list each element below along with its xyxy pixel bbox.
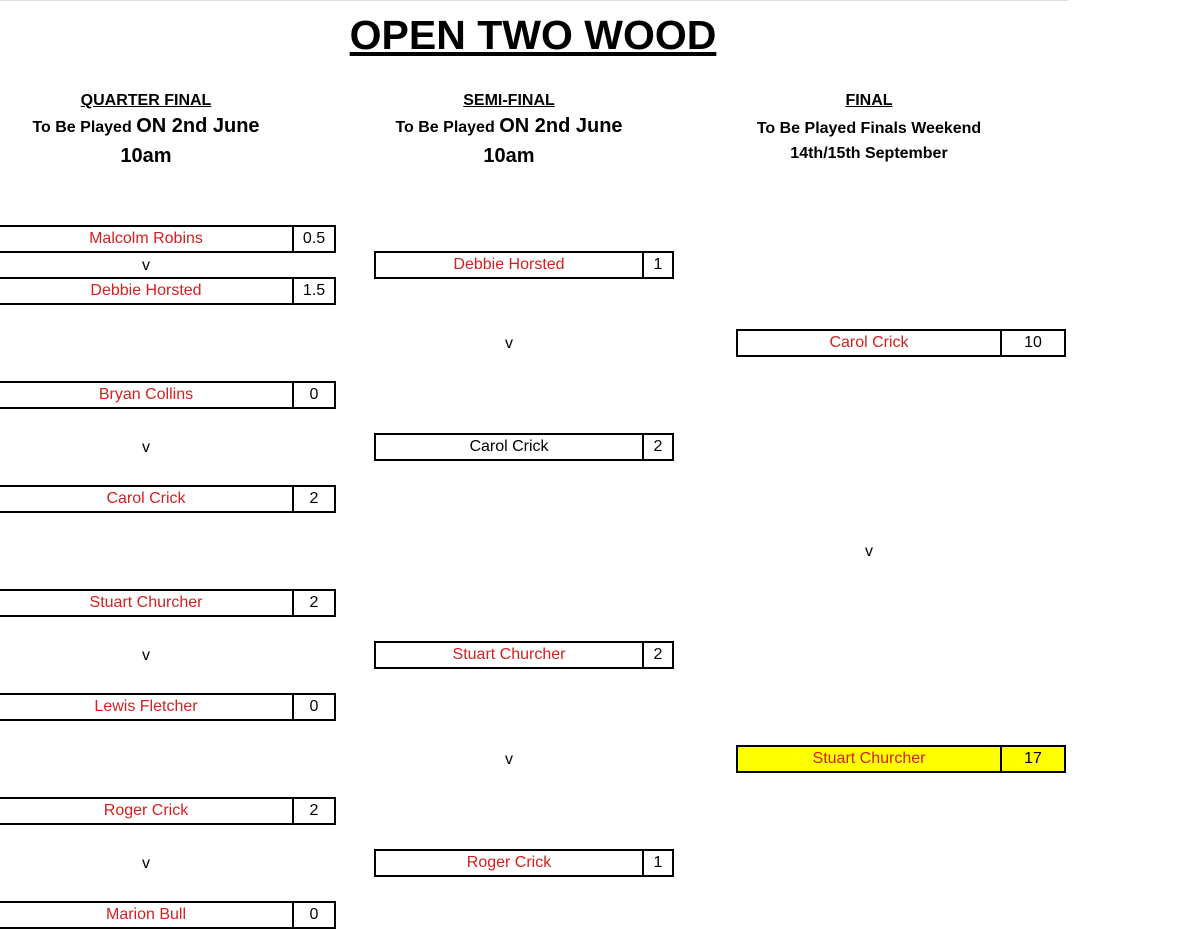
final-entry-2-winner[interactable]: Stuart Churcher 17 <box>736 745 1066 773</box>
final-header: FINAL To Be Played Finals Weekend 14th/1… <box>737 90 1001 166</box>
final-title: FINAL <box>845 92 893 109</box>
sf-entry-3[interactable]: Stuart Churcher 2 <box>374 641 674 669</box>
final-schedule-line2: 14th/15th September <box>790 145 948 162</box>
player-name: Debbie Horsted <box>453 256 565 273</box>
player-name: Stuart Churcher <box>812 750 926 767</box>
final-entry-1[interactable]: Carol Crick 10 <box>736 329 1066 357</box>
player-score: 1.5 <box>292 279 334 303</box>
player-name: Marion Bull <box>105 906 187 923</box>
qf-vs-4: v <box>142 855 150 872</box>
player-name: Stuart Churcher <box>89 594 203 611</box>
semi-final-header: SEMI-FINAL To Be Played ON 2nd June 10am <box>375 90 643 170</box>
qf-entry-1[interactable]: Malcolm Robins 0.5 <box>0 225 336 253</box>
qf-vs-1: v <box>142 257 150 274</box>
qf-entry-8[interactable]: Marion Bull 0 <box>0 901 336 929</box>
player-name: Roger Crick <box>466 854 552 871</box>
player-name: Debbie Horsted <box>90 282 202 299</box>
qf-entry-4[interactable]: Carol Crick 2 <box>0 485 336 513</box>
quarter-final-header: QUARTER FINAL To Be Played ON 2nd June 1… <box>0 90 292 170</box>
player-score: 10 <box>1000 331 1064 355</box>
player-name: Carol Crick <box>106 490 186 507</box>
player-score: 2 <box>292 487 334 511</box>
final-vs: v <box>865 543 873 560</box>
qf-entry-7[interactable]: Roger Crick 2 <box>0 797 336 825</box>
sf-entry-2[interactable]: Carol Crick 2 <box>374 433 674 461</box>
player-name: Carol Crick <box>469 438 549 455</box>
player-score: 2 <box>642 643 672 667</box>
player-score: 2 <box>292 591 334 615</box>
qf-entry-6[interactable]: Lewis Fletcher 0 <box>0 693 336 721</box>
qf-vs-2: v <box>142 439 150 456</box>
player-name: Stuart Churcher <box>452 646 566 663</box>
sf-vs-2: v <box>505 751 513 768</box>
player-name: Roger Crick <box>103 802 189 819</box>
qf-vs-3: v <box>142 647 150 664</box>
quarter-final-title: QUARTER FINAL <box>80 92 212 109</box>
semi-final-time: 10am <box>483 145 535 167</box>
sf-vs-1: v <box>505 335 513 352</box>
player-score: 17 <box>1000 747 1064 771</box>
semi-final-title: SEMI-FINAL <box>463 92 555 109</box>
player-score: 1 <box>642 851 672 875</box>
player-name: Bryan Collins <box>98 386 194 403</box>
page-title: OPEN TWO WOOD <box>349 12 717 58</box>
player-name: Carol Crick <box>829 334 909 351</box>
qf-entry-2[interactable]: Debbie Horsted 1.5 <box>0 277 336 305</box>
qf-entry-3[interactable]: Bryan Collins 0 <box>0 381 336 409</box>
qf-entry-5[interactable]: Stuart Churcher 2 <box>0 589 336 617</box>
player-score: 0.5 <box>292 227 334 251</box>
final-schedule-line1: To Be Played Finals Weekend <box>756 120 982 137</box>
player-name: Lewis Fletcher <box>94 698 198 715</box>
player-score: 0 <box>292 695 334 719</box>
player-score: 0 <box>292 383 334 407</box>
sf-entry-1[interactable]: Debbie Horsted 1 <box>374 251 674 279</box>
player-score: 2 <box>292 799 334 823</box>
quarter-final-schedule: To Be Played ON 2nd June <box>32 115 260 137</box>
quarter-final-time: 10am <box>120 145 172 167</box>
player-score: 0 <box>292 903 334 927</box>
player-score: 2 <box>642 435 672 459</box>
sf-entry-4[interactable]: Roger Crick 1 <box>374 849 674 877</box>
player-name: Malcolm Robins <box>89 230 203 247</box>
sheet-top-border <box>0 0 1068 1</box>
semi-final-schedule: To Be Played ON 2nd June <box>395 115 623 137</box>
player-score: 1 <box>642 253 672 277</box>
